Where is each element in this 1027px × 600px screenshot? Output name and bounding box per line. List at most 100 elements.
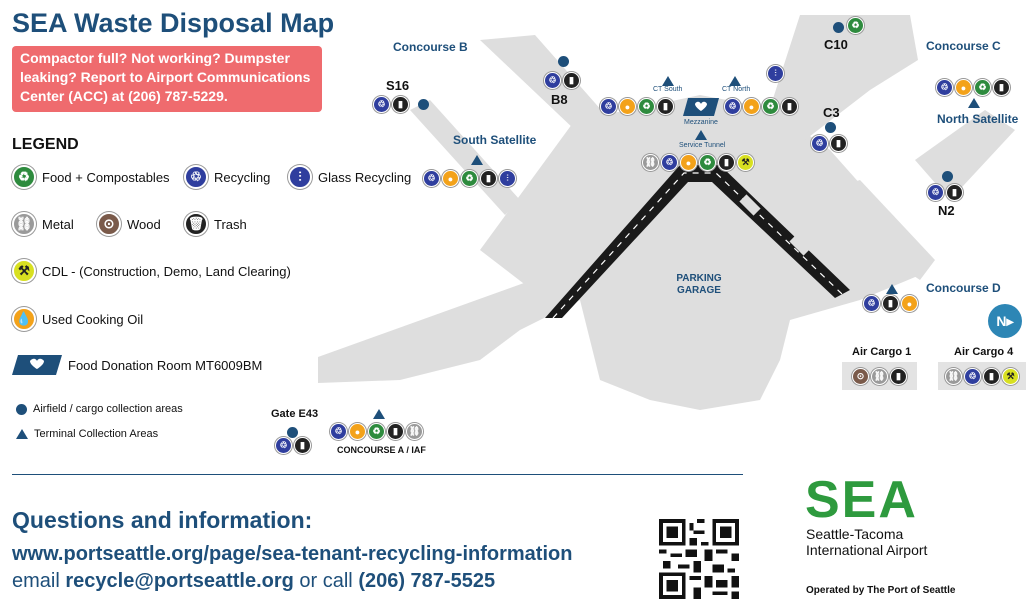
trash-can-icon[interactable]: ▮ — [294, 437, 311, 454]
trash-can-icon[interactable]: ▮ — [657, 98, 674, 115]
food-donation-icon[interactable] — [683, 97, 719, 117]
glass-recycling-icon[interactable]: ⫶ — [767, 65, 784, 82]
recycling-icon[interactable]: ♲ — [544, 72, 561, 89]
recycling-icon[interactable]: ♲ — [275, 437, 292, 454]
b8-bins: ♲ ▮ — [544, 72, 580, 89]
food-compost-icon[interactable]: ♻ — [699, 154, 716, 171]
north-satellite-shape — [915, 110, 1015, 200]
wood-icon[interactable]: ⊙ — [852, 367, 869, 385]
qr-code-icon[interactable] — [659, 519, 739, 599]
air-cargo-4-bins: ⛓ ♲ ▮ ⚒ — [938, 362, 1026, 390]
label-concourse-a: CONCOURSE A / IAF — [337, 445, 426, 455]
map-title: SEA Waste Disposal Map — [12, 8, 335, 38]
legend-food-label: Food + Compostables — [42, 169, 170, 185]
metal-chain-icon[interactable]: ⛓ — [406, 423, 423, 440]
trash-can-icon[interactable]: ▮ — [830, 135, 847, 152]
recycling-icon[interactable]: ♲ — [964, 367, 981, 385]
legend-oil-label: Used Cooking Oil — [42, 311, 144, 327]
recycling-icon[interactable]: ♲ — [330, 423, 347, 440]
ct-south-bins: ♲ ● ♻ ▮ — [600, 98, 674, 115]
food-compost-icon[interactable]: ♻ — [461, 170, 478, 187]
food-compost-icon[interactable]: ♻ — [368, 423, 385, 440]
legend-terminal: Terminal Collection Areas — [16, 428, 158, 440]
recycling-icon[interactable]: ♲ — [600, 98, 617, 115]
trash-can-icon[interactable]: ▮ — [882, 295, 899, 312]
metal-chain-icon[interactable]: ⛓ — [871, 367, 888, 385]
recycling-icon: ♲ — [184, 165, 208, 189]
trash-can-icon[interactable]: ▮ — [890, 367, 907, 385]
label-north-satellite: North Satellite — [937, 112, 1019, 126]
label-ct-south: CT South — [653, 86, 683, 93]
label-air-cargo-1: Air Cargo 1 — [852, 346, 912, 358]
roadway — [545, 165, 850, 318]
trash-can-icon[interactable]: ▮ — [718, 154, 735, 171]
food-compost-icon[interactable]: ♻ — [847, 17, 864, 34]
label-c10: C10 — [824, 37, 848, 52]
cooking-oil-drop-icon[interactable]: ● — [680, 154, 697, 171]
cooking-oil-drop-icon[interactable]: ● — [743, 98, 760, 115]
cooking-oil-drop-icon[interactable]: ● — [349, 423, 366, 440]
construction-worker-icon[interactable]: ⚒ — [1002, 367, 1019, 385]
trash-can-icon[interactable]: ▮ — [983, 367, 1000, 385]
recycling-icon[interactable]: ♲ — [724, 98, 741, 115]
label-service-tunnel: Service Tunnel — [679, 142, 726, 149]
c3-bins: ♲ ▮ — [811, 135, 847, 152]
trash-can-icon[interactable]: ▮ — [387, 423, 404, 440]
food-compost-icon[interactable]: ♻ — [638, 98, 655, 115]
glass-recycling-icon[interactable]: ⫶ — [499, 170, 516, 187]
trash-can-icon[interactable]: ▮ — [781, 98, 798, 115]
north-arrow-label: N — [996, 313, 1007, 329]
recycling-icon[interactable]: ♲ — [936, 79, 953, 96]
n2-bins: ♲ ▮ — [927, 184, 963, 201]
c3-airfield-dot — [825, 122, 836, 133]
email-link[interactable]: recycle@portseattle.org — [65, 570, 294, 592]
ct-north-bins: ♲ ● ♻ ▮ — [724, 98, 798, 115]
recycling-icon[interactable]: ♲ — [373, 96, 390, 113]
cooking-oil-drop-icon[interactable]: ● — [442, 170, 459, 187]
label-concourse-d: Concourse D — [926, 281, 1001, 295]
legend-cdl-label: CDL - (Construction, Demo, Land Clearing… — [42, 263, 291, 279]
metal-chain-icon[interactable]: ⛓ — [945, 367, 962, 385]
trash-can-icon[interactable]: ▮ — [993, 79, 1010, 96]
concourse-d-shape — [800, 180, 935, 280]
trash-can-icon: 🗑 — [184, 212, 208, 236]
alert-phone[interactable]: (206) 787-5229 — [128, 88, 224, 104]
metal-chain-icon[interactable]: ⛓ — [642, 154, 659, 171]
trash-can-icon[interactable]: ▮ — [480, 170, 497, 187]
label-ct-north: CT North — [722, 86, 751, 93]
n2-airfield-dot — [942, 171, 953, 182]
report-alert: Compactor full? Not working? Dumpster le… — [12, 46, 322, 112]
recycling-icon[interactable]: ♲ — [661, 154, 678, 171]
trash-can-icon[interactable]: ▮ — [392, 96, 409, 113]
food-compost-icon[interactable]: ♻ — [974, 79, 991, 96]
airfield-dot-icon — [16, 403, 27, 415]
phone-link[interactable]: (206) 787-5525 — [358, 570, 496, 592]
trash-can-icon[interactable]: ▮ — [946, 184, 963, 201]
recycling-icon[interactable]: ♲ — [811, 135, 828, 152]
legend-airfield: Airfield / cargo collection areas — [16, 403, 183, 415]
north-arrow-icon: N▸ — [988, 304, 1022, 338]
wood-icon: ⊙ — [97, 212, 121, 236]
e43-airfield-dot — [287, 427, 298, 438]
recycling-icon[interactable]: ♲ — [927, 184, 944, 201]
north-satellite-triangle — [968, 98, 980, 108]
cooking-oil-drop-icon[interactable]: ● — [955, 79, 972, 96]
cooking-oil-drop-icon[interactable]: ● — [901, 295, 918, 312]
terminal-map — [318, 15, 1015, 410]
label-concourse-b: Concourse B — [393, 40, 468, 54]
questions-heading: Questions and information: — [12, 507, 313, 533]
recycling-icon[interactable]: ♲ — [863, 295, 880, 312]
cooking-oil-drop-icon[interactable]: ● — [619, 98, 636, 115]
food-donation-icon — [12, 355, 62, 375]
construction-worker-icon[interactable]: ⚒ — [737, 154, 754, 171]
label-mezzanine: Mezzanine — [684, 119, 718, 126]
label-parking-garage: PARKING GARAGE — [676, 273, 722, 296]
label-c3: C3 — [823, 105, 840, 120]
label-gate-e43: Gate E43 — [271, 408, 319, 420]
legend-trash-label: Trash — [214, 216, 247, 232]
food-compost-icon[interactable]: ♻ — [762, 98, 779, 115]
trash-can-icon[interactable]: ▮ — [563, 72, 580, 89]
legend-recycling-label: Recycling — [214, 169, 271, 185]
info-url-link[interactable]: www.portseattle.org/page/sea-tenant-recy… — [12, 543, 573, 565]
recycling-icon[interactable]: ♲ — [423, 170, 440, 187]
